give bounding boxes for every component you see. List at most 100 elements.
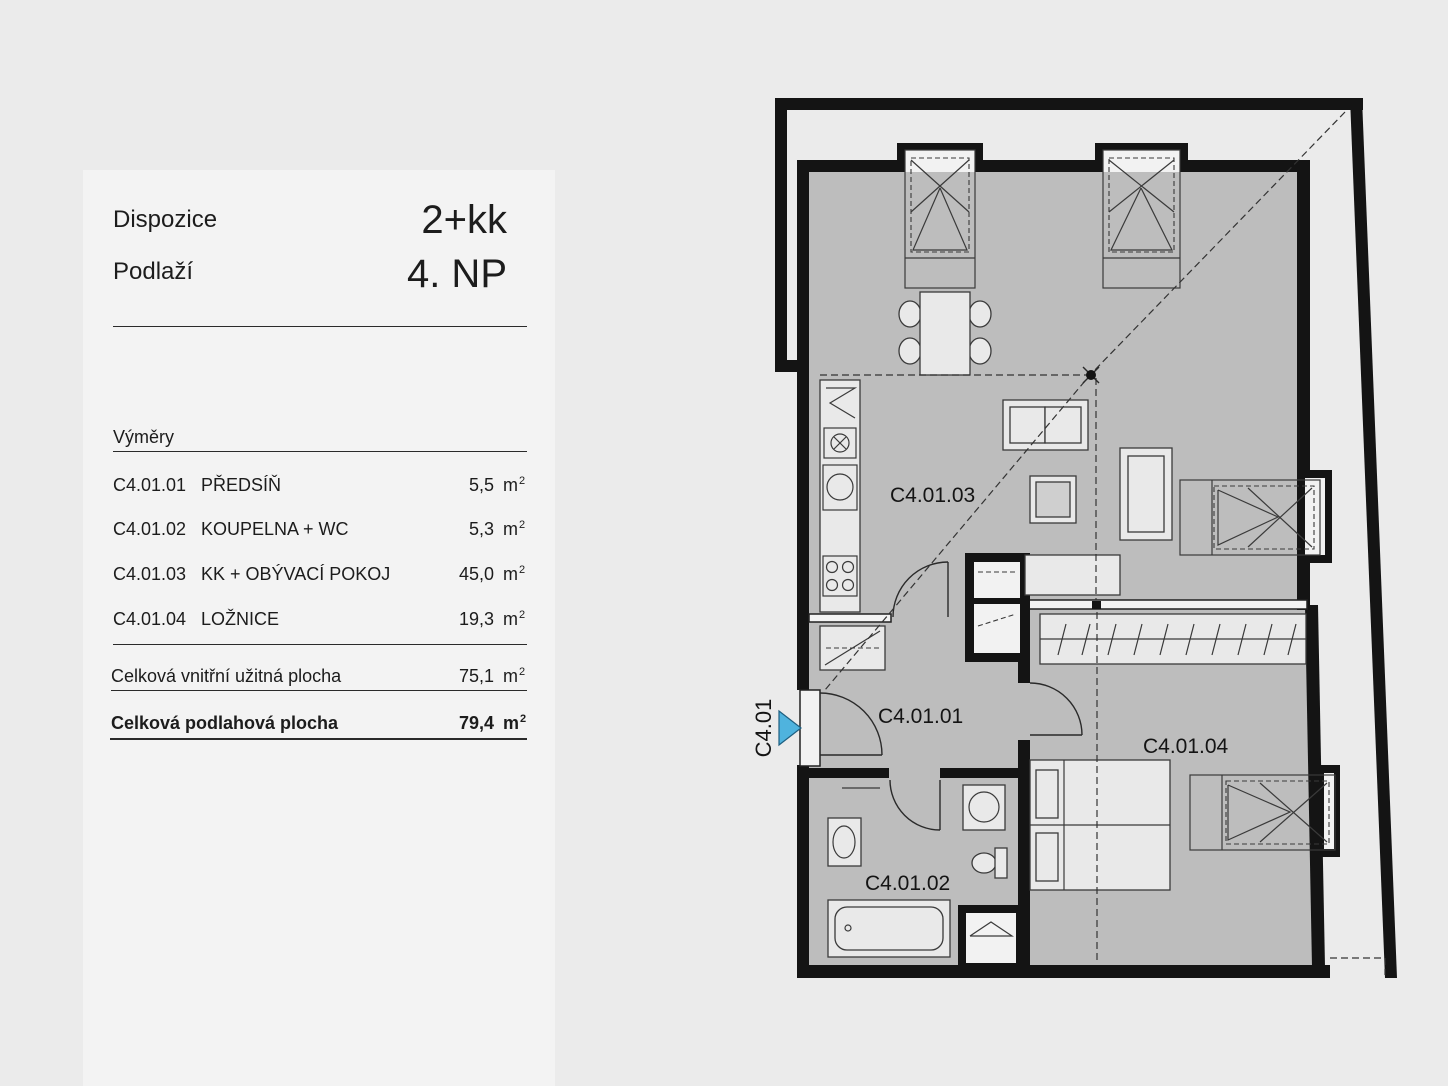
washbasin-bowl [832, 825, 856, 859]
kitchen-appliance-line [833, 436, 847, 450]
hob-burner [841, 578, 855, 592]
floor-label: Podlaží [113, 258, 194, 285]
door-swing-arc [819, 692, 883, 756]
window-symbol-inner [1225, 780, 1330, 845]
east-wall-bedroom [1305, 605, 1325, 967]
area-row: C4.01.01 PŘEDSÍŇ 5,5 m2 [83, 476, 555, 498]
wardrobe-hanger [1287, 623, 1297, 656]
room-code: C4.01.04 [113, 609, 187, 629]
window-symbol-box [1189, 774, 1336, 851]
unit-label: C4.01 [751, 699, 776, 758]
floor-value: 4. NP [406, 252, 507, 296]
south-wall [797, 965, 1330, 978]
room-label-living: C4.01.03 [890, 484, 975, 507]
dining-table [919, 291, 971, 376]
storage-compartment [974, 562, 1020, 598]
marker-dot [1086, 370, 1096, 380]
window-symbol-triangle [1217, 489, 1280, 546]
hob-burner [825, 578, 839, 592]
area-unit: m2 [503, 564, 526, 584]
bedroom-door [1029, 682, 1083, 736]
room-label-hall: C4.01.01 [878, 705, 963, 728]
wardrobe-hanger [1211, 623, 1221, 656]
kitchen-appliance [823, 427, 857, 459]
divider-line [113, 451, 527, 452]
window-symbol [1102, 149, 1181, 289]
kitchen-sink-bowl [826, 473, 854, 501]
hob-burner [841, 560, 855, 574]
room-area: 19,3 [458, 609, 494, 629]
north-wall [797, 160, 1309, 172]
toilet-tank [994, 847, 1008, 879]
west-wall-upper [797, 160, 809, 690]
dining-chair [898, 337, 922, 365]
wardrobe-hanger [1081, 623, 1091, 656]
coffee-table-top [1035, 481, 1071, 518]
wardrobe-hanger [1107, 623, 1117, 656]
window-symbol-box [1179, 479, 1321, 556]
room-code: C4.01.01 [113, 475, 187, 495]
window-symbol-box [904, 149, 976, 289]
closet-interior [966, 913, 1016, 963]
kitchen-hob [822, 555, 858, 597]
hob-burner [825, 560, 839, 574]
room-name: PŘEDSÍŇ [201, 475, 282, 495]
wardrobe-hanger [1159, 623, 1169, 656]
dining-chair [898, 300, 922, 328]
living-room-door [892, 561, 949, 618]
total-floor-area: 79,4 [458, 713, 494, 733]
kitchen-counter-body [819, 379, 861, 613]
dining-chair [968, 300, 992, 328]
divider-line [113, 644, 527, 645]
floor-plan: C4.01.03 C4.01.01 C4.01.04 C4.01.02 C4.0… [751, 98, 1397, 978]
window-symbol-line [1247, 487, 1313, 548]
area-unit: m2 [503, 609, 526, 629]
partition-living-bedroom [1021, 599, 1308, 610]
sofa-cushion [1009, 406, 1046, 444]
window-symbol-line [910, 159, 970, 213]
reference-point-marker [1082, 366, 1100, 384]
window-symbol-line [1259, 782, 1328, 843]
window-symbol-inner [1108, 157, 1175, 253]
bedroom-furniture [1029, 613, 1307, 891]
window-opening [1103, 150, 1180, 172]
total-floor-label: Celková podlahová plocha [111, 713, 339, 733]
kitchen-counter [819, 379, 861, 613]
frame-left-wall [775, 98, 787, 372]
living-furniture [1002, 399, 1173, 596]
window-symbol [1179, 479, 1321, 556]
room-label-bathroom: C4.01.02 [865, 872, 950, 895]
disposition-label: Dispozice [113, 206, 218, 233]
west-wall-lower [797, 765, 809, 978]
door-swing-arc [889, 779, 941, 831]
wardrobe-hanger [1237, 623, 1247, 656]
divider-line [110, 738, 527, 740]
window-symbol-triangle [1110, 187, 1173, 251]
wardrobe-hanger [1057, 623, 1067, 656]
partition-hall-bathroom [809, 768, 889, 778]
total-interior-row: Celková vnitřní užitná plocha 75,1 m2 [83, 667, 555, 689]
room-area: 5,5 [468, 475, 494, 495]
area-row: C4.01.04 LOŽNICE 19,3 m2 [83, 610, 555, 632]
entrance-door [819, 692, 883, 756]
room-code: C4.01.02 [113, 519, 187, 539]
room-code: C4.01.03 [113, 564, 187, 584]
partition-hall-bathroom [940, 768, 1030, 778]
door-swing-arc [892, 561, 949, 618]
wardrobe-hanger [1185, 623, 1195, 656]
closet-hanger [969, 921, 1014, 937]
entrance-door-frame [799, 689, 821, 767]
window-symbol [1189, 774, 1336, 851]
washing-machine-drum [968, 791, 1000, 823]
entrance-marker-icon [778, 709, 802, 747]
room-area: 45,0 [458, 564, 494, 584]
room-area: 5,3 [468, 519, 494, 539]
total-interior-label: Celková vnitřní užitná plocha [111, 666, 342, 686]
area-unit: m2 [503, 475, 526, 495]
dining-chair [968, 337, 992, 365]
kitchen-appliance-circle [830, 433, 850, 453]
toilet-bowl [971, 852, 997, 874]
wardrobe-hanger [1263, 623, 1273, 656]
bathtub-drain [844, 924, 852, 932]
